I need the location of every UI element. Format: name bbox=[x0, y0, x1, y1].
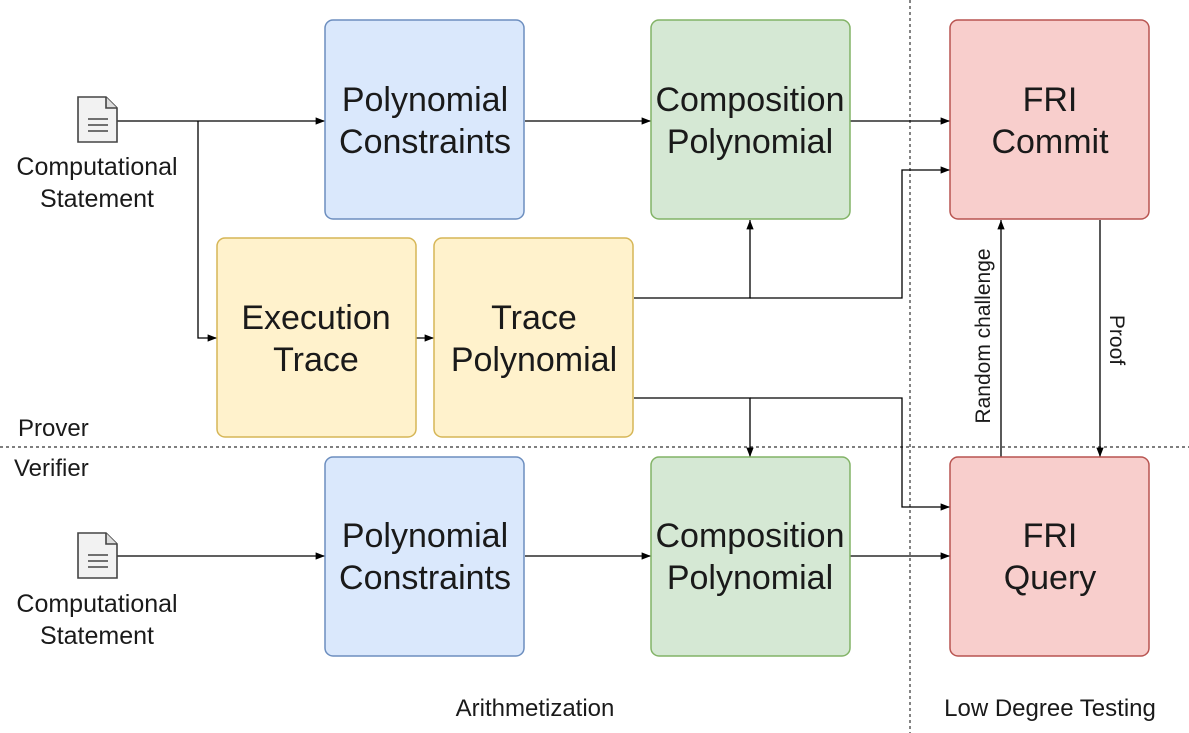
box-prover-constraints: Polynomial Constraints bbox=[324, 19, 525, 220]
box-execution-trace: Execution Trace bbox=[216, 237, 417, 438]
box-fri-query: FRI Query bbox=[949, 456, 1150, 657]
verifier-lane-label: Verifier bbox=[14, 455, 89, 482]
edges bbox=[117, 117, 1104, 560]
arithmetization-section-label: Arithmetization bbox=[456, 695, 615, 722]
box-shape bbox=[949, 456, 1150, 657]
box-trace-polynomial: Trace Polynomial bbox=[433, 237, 634, 438]
box-label-line1: Composition bbox=[656, 517, 845, 555]
prover-statement-label-line2: Statement bbox=[40, 185, 154, 213]
document-icon bbox=[77, 96, 118, 143]
box-fri-commit: FRI Commit bbox=[949, 19, 1150, 220]
box-label-line1: Polynomial bbox=[342, 517, 508, 555]
prover-statement-label-line1: Computational bbox=[16, 153, 177, 181]
box-shape bbox=[949, 19, 1150, 220]
low-degree-testing-section-label: Low Degree Testing bbox=[944, 695, 1156, 722]
box-label-line1: FRI bbox=[1023, 81, 1078, 119]
box-label-line2: Polynomial bbox=[451, 341, 617, 379]
box-label-line2: Polynomial bbox=[667, 559, 833, 597]
edge-trace-poly-to-fri-commit bbox=[750, 166, 950, 299]
box-label-line2: Query bbox=[1004, 559, 1097, 597]
box-label-line2: Commit bbox=[991, 123, 1109, 161]
prover-lane-label: Prover bbox=[18, 415, 89, 442]
edge-trace-poly-to-verifier-composition bbox=[634, 397, 754, 457]
proof-label: Proof bbox=[1105, 315, 1128, 365]
box-label-line1: Trace bbox=[491, 299, 577, 337]
box-prover-composition: Composition Polynomial bbox=[650, 19, 851, 220]
box-shape bbox=[324, 19, 525, 220]
box-label-line1: Polynomial bbox=[342, 81, 508, 119]
edge-statement-to-execution-trace bbox=[197, 121, 217, 342]
verifier-statement-label-line1: Computational bbox=[16, 590, 177, 618]
edge-trace-poly-to-fri-query bbox=[750, 397, 950, 511]
box-label-line2: Constraints bbox=[339, 559, 511, 597]
document-icon bbox=[77, 532, 118, 579]
box-shape bbox=[650, 456, 851, 657]
edge-trace-poly-to-composition bbox=[634, 220, 754, 299]
box-shape bbox=[216, 237, 417, 438]
box-verifier-constraints: Polynomial Constraints bbox=[324, 456, 525, 657]
box-label-line1: Execution bbox=[241, 299, 390, 337]
box-label-line2: Constraints bbox=[339, 123, 511, 161]
box-shape bbox=[324, 456, 525, 657]
random-challenge-label: Random challenge bbox=[972, 248, 995, 423]
box-shape bbox=[433, 237, 634, 438]
box-label-line1: FRI bbox=[1023, 517, 1078, 555]
box-label-line2: Trace bbox=[273, 341, 359, 379]
box-shape bbox=[650, 19, 851, 220]
verifier-statement-label-line2: Statement bbox=[40, 622, 154, 650]
box-label-line1: Composition bbox=[656, 81, 845, 119]
box-label-line2: Polynomial bbox=[667, 123, 833, 161]
box-verifier-composition: Composition Polynomial bbox=[650, 456, 851, 657]
